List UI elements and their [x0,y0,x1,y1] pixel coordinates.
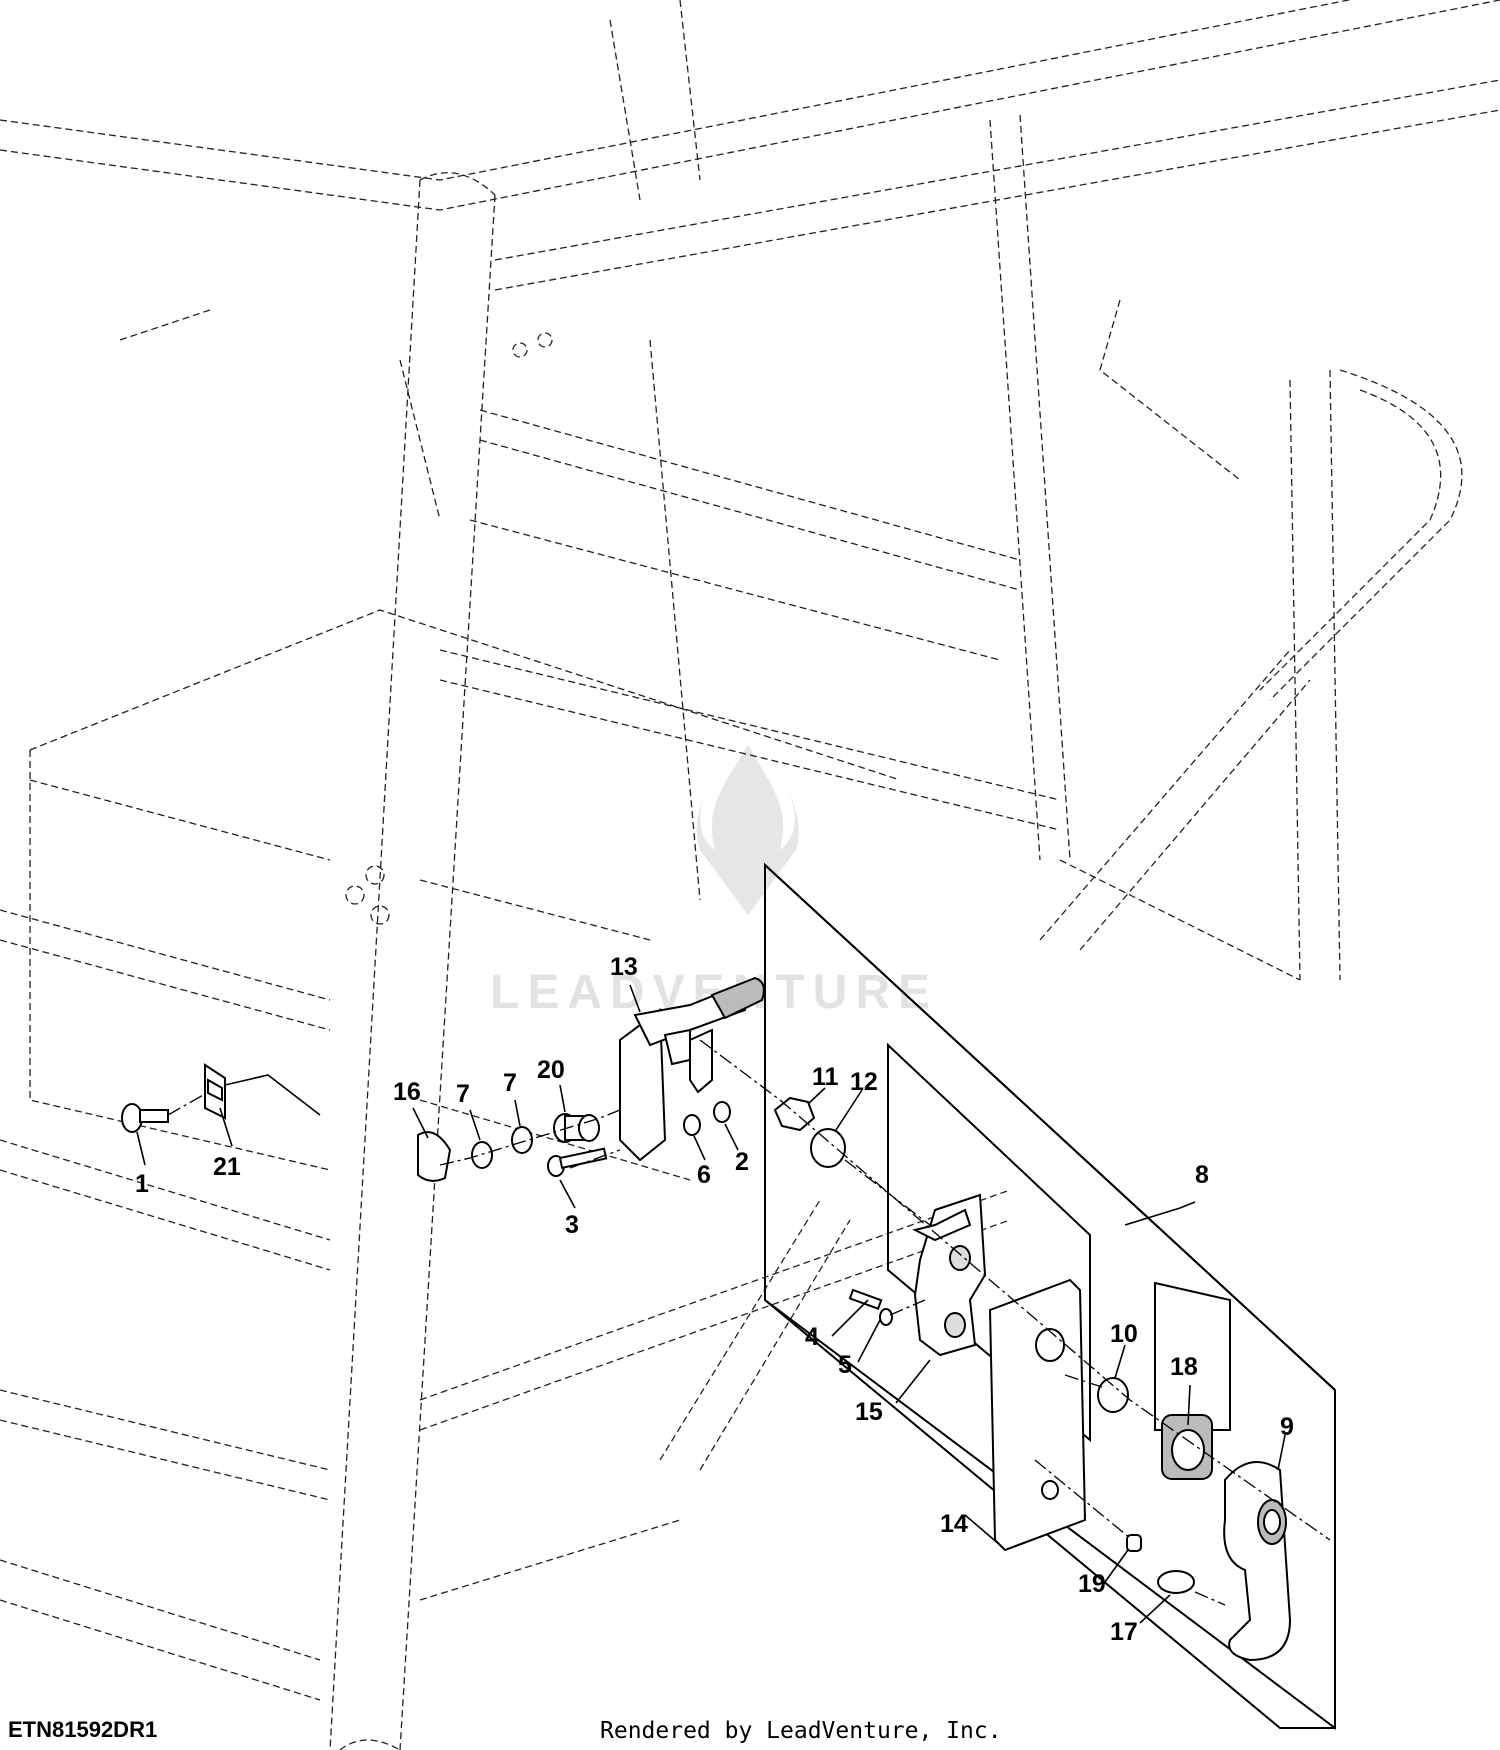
bolt-1 [121,1103,169,1133]
callout-14: 14 [940,1510,968,1538]
callout-5: 5 [838,1351,852,1379]
callout-20: 20 [537,1056,565,1084]
door-panel-8 [764,862,1336,1731]
callout-10: 10 [1110,1320,1138,1348]
pin-19 [1126,1534,1142,1552]
leader-lines [136,984,1286,1624]
nut-11 [773,1096,816,1132]
washer-12 [810,1128,846,1168]
washer-5 [879,1308,893,1326]
screw-3 [547,1147,608,1177]
callout-9: 9 [1280,1413,1294,1441]
bracket-16 [417,1131,452,1182]
callout-7b: 7 [503,1069,517,1097]
callouts: 1 2 3 4 5 6 7 7 8 9 10 11 12 13 14 15 16… [135,953,1294,1646]
washer-7a [471,1141,493,1169]
grommet-10 [1097,1377,1129,1413]
assembly-lines [167,1039,1331,1606]
callout-16: 16 [393,1078,421,1106]
callout-17: 17 [1110,1618,1138,1646]
bezel-18 [1161,1414,1213,1480]
bushing-20 [553,1113,600,1143]
handle-9 [1223,1461,1292,1662]
callout-1: 1 [135,1170,149,1198]
watermark: LEADVENTURE [490,745,930,1019]
callout-6: 6 [697,1161,711,1189]
callout-8: 8 [1195,1161,1209,1189]
callout-2: 2 [735,1148,749,1176]
washer-7b [511,1126,533,1154]
nut-2 [713,1101,731,1123]
clip-21 [204,1063,226,1120]
callout-7a: 7 [456,1080,470,1108]
washer-6 [683,1114,701,1136]
screw-4 [848,1288,883,1310]
watermark-flame-icon [696,745,799,915]
diagram-code: ETN81592DR1 [8,1717,158,1742]
callout-18: 18 [1170,1353,1198,1381]
callout-4: 4 [805,1323,819,1351]
callout-11: 11 [812,1063,839,1091]
latch-13 [619,976,765,1162]
render-credit: Rendered by LeadVenture, Inc. [600,1718,1002,1744]
parts [121,976,1292,1662]
escutcheon-14 [988,1278,1087,1552]
callout-3: 3 [565,1211,579,1239]
callout-13: 13 [610,953,638,981]
callout-12: 12 [850,1068,878,1096]
callout-21: 21 [213,1153,241,1181]
callout-19: 19 [1078,1570,1106,1598]
washer-17 [1157,1570,1195,1594]
callout-15: 15 [855,1398,883,1426]
